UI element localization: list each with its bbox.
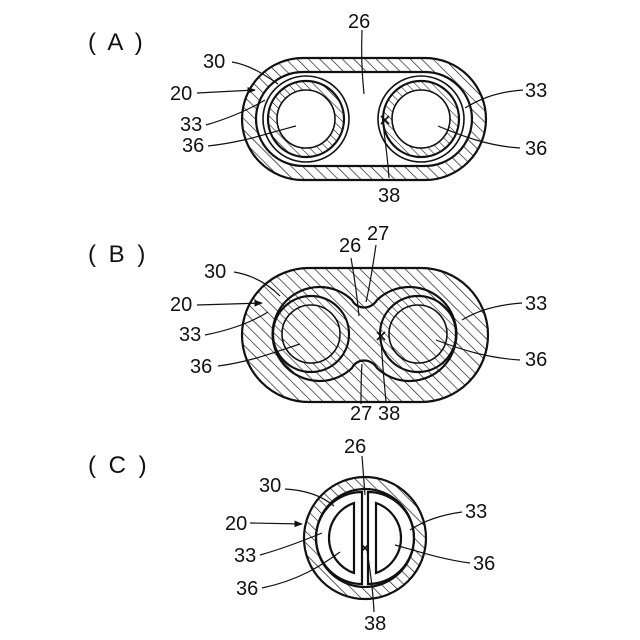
- label-36-left: 36: [182, 135, 204, 157]
- label-33-left: 33: [234, 545, 256, 567]
- label-36-left: 36: [190, 356, 212, 378]
- label-26: 26: [348, 11, 370, 33]
- label-33-right: 33: [525, 293, 547, 315]
- label-36-left: 36: [236, 578, 258, 600]
- panel-c: ( C ) 26 30 20 33 36 33: [88, 436, 495, 635]
- right-tube-33: [378, 76, 464, 162]
- label-20: 20: [170, 83, 192, 105]
- label-26: 26: [344, 436, 366, 458]
- label-33-left: 33: [180, 114, 202, 136]
- label-27-bottom: 27: [350, 403, 372, 425]
- panel-label-a: ( A ): [88, 29, 146, 56]
- label-27-top: 27: [367, 223, 389, 245]
- label-36-right: 36: [525, 138, 547, 160]
- label-33-left: 33: [179, 324, 201, 346]
- panel-label-c: ( C ): [88, 452, 150, 479]
- panel-label-b: ( B ): [88, 241, 148, 268]
- label-33-right: 33: [465, 501, 487, 523]
- label-33-right: 33: [525, 80, 547, 102]
- outer-sheath-30: [304, 477, 426, 599]
- label-26: 26: [339, 235, 361, 257]
- label-30: 30: [259, 475, 281, 497]
- label-38: 38: [364, 613, 386, 635]
- panel-b: ( B ) 26 27: [88, 223, 547, 425]
- left-tube-33: [263, 76, 349, 162]
- label-36-right: 36: [525, 349, 547, 371]
- label-20: 20: [170, 294, 192, 316]
- label-30: 30: [203, 51, 225, 73]
- label-36-right: 36: [473, 553, 495, 575]
- label-38: 38: [378, 403, 400, 425]
- panel-a: ( A ): [88, 11, 547, 207]
- label-20: 20: [225, 513, 247, 535]
- label-30: 30: [204, 261, 226, 283]
- label-38: 38: [378, 185, 400, 207]
